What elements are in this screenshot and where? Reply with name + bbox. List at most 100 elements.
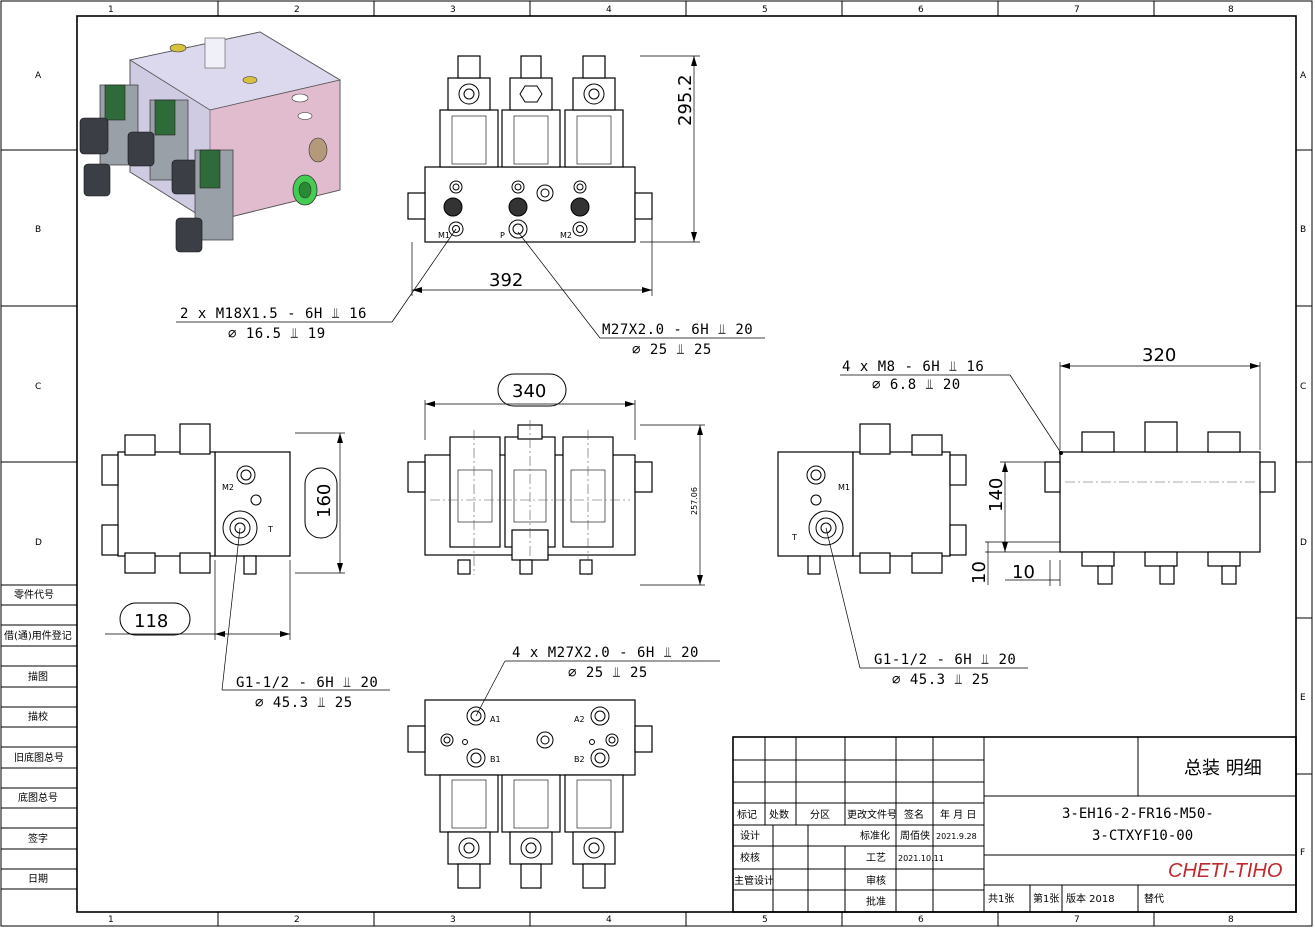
callout-m27-top: M27X2.0 - 6H ⫫ 20 ∅ 25 ⫫ 25 <box>517 231 765 358</box>
top-valve-right <box>564 55 624 168</box>
zone-col-7-bottom: 7 <box>1074 915 1080 925</box>
zone-col-1-bottom: 1 <box>108 915 114 925</box>
top-valve-center <box>501 55 561 168</box>
side-label-tracing: 描图 <box>28 670 48 683</box>
side-label-date: 日期 <box>28 873 48 885</box>
tb-row-check: 校核 <box>740 851 760 864</box>
tb-header-sign: 签名 <box>904 808 924 821</box>
zone-col-6: 6 <box>918 5 924 15</box>
side-registry: 零件代号 借(通)用件登记 描图 描校 旧底图总号 底图总号 签字 日期 <box>1 584 77 890</box>
zone-row-D: D <box>35 538 42 548</box>
isometric-assembly-view <box>79 31 342 253</box>
zone-col-4: 4 <box>606 5 612 15</box>
tb-header-zone: 分区 <box>810 809 830 821</box>
tb-replace: 替代 <box>1144 892 1164 905</box>
dim-top-height: 295.2 <box>675 74 696 126</box>
tb-sheets-total: 共1张 <box>988 893 1014 905</box>
port-label-m2-left: M2 <box>222 483 234 492</box>
zone-row-labels: A B C D A B C D E F <box>35 71 1307 858</box>
tb-drawing-no-1: 3-EH16-2-FR16-M50- <box>1062 806 1214 822</box>
dim-front-width: 340 <box>512 381 546 402</box>
side-label-signature: 签字 <box>28 832 48 845</box>
callout-m27-top-line2: ∅ 25 ⫫ 25 <box>632 342 712 358</box>
zone-col-8-bottom: 8 <box>1228 915 1234 925</box>
tb-standard-date: 2021.9.28 <box>936 832 977 841</box>
tb-title: 总装 明细 <box>1184 758 1262 779</box>
port-label-p-top: P <box>500 231 505 240</box>
port-label-m1-top: M1 <box>438 231 450 240</box>
tb-header-doc: 更改文件号 <box>847 808 897 821</box>
side-label-trace-check: 描校 <box>28 710 48 723</box>
tb-sheet-no: 第1张 <box>1033 892 1059 905</box>
bottom-port-view: A1 A2 B1 B2 <box>407 699 653 889</box>
iso-valve-2 <box>127 99 199 195</box>
zone-row-E-right: E <box>1300 693 1306 703</box>
callout-m27-top-line1: M27X2.0 - 6H ⫫ 20 <box>602 322 753 338</box>
left-side-view: M2 T 160 118 <box>101 423 345 640</box>
zone-col-2-bottom: 2 <box>294 915 300 925</box>
callout-g112-right: G1-1/2 - 6H ⫫ 20 ∅ 45.3 ⫫ 25 <box>825 527 1028 688</box>
callout-m27-bottom: 4 x M27X2.0 - 6H ⫫ 20 ∅ 25 ⫫ 25 <box>475 645 720 717</box>
port-label-m1-right: M1 <box>838 483 850 492</box>
zone-row-C-right: C <box>1300 382 1306 392</box>
callout-m8-line2: ∅ 6.8 ⫫ 20 <box>872 377 961 393</box>
tb-process-date: 2021.10.11 <box>898 854 944 863</box>
callout-m8: 4 x M8 - 6H ⫫ 16 ∅ 6.8 ⫫ 20 <box>840 359 1062 454</box>
port-label-b2: B2 <box>574 755 585 764</box>
tb-row-standard: 标准化 <box>860 829 890 842</box>
zone-col-4-bottom: 4 <box>606 915 612 925</box>
callout-m27-bottom-line1: 4 x M27X2.0 - 6H ⫫ 20 <box>512 645 699 661</box>
tb-row-chief: 主管设计 <box>734 874 774 887</box>
zone-col-2: 2 <box>294 5 300 15</box>
tb-row-design: 设计 <box>740 829 760 842</box>
bottom-view: 320 140 10 10 <box>969 345 1276 586</box>
side-label-base: 底图总号 <box>18 791 58 804</box>
iso-valve-3 <box>175 149 234 253</box>
zone-col-6-bottom: 6 <box>918 915 924 925</box>
zone-row-F-right: F <box>1300 848 1305 858</box>
side-label-borrowed: 借(通)用件登记 <box>4 629 72 642</box>
zone-col-7: 7 <box>1074 5 1080 15</box>
title-block: 标记 处数 分区 更改文件号 签名 年 月 日 设计 校核 主管设计 标准化 周… <box>732 736 1297 913</box>
top-view: M1 P M2 392 295.2 <box>407 55 700 296</box>
dim-rear-offset-v: 10 <box>969 561 990 584</box>
callout-g112-right-line1: G1-1/2 - 6H ⫫ 20 <box>874 652 1016 668</box>
callout-m18-line1: 2 x M18X1.5 - 6H ⫫ 16 <box>180 306 367 322</box>
zone-column-labels: 1 2 3 4 5 6 7 8 1 2 3 4 5 6 7 8 <box>108 5 1234 925</box>
zone-col-3: 3 <box>450 5 456 15</box>
tb-drawing-no-2: 3-CTXYF10-00 <box>1092 828 1193 844</box>
port-label-a1: A1 <box>490 715 501 724</box>
dim-front-height: 257.06 <box>690 487 699 515</box>
zone-row-B-right: B <box>1300 225 1306 235</box>
port-label-t-left: T <box>267 525 273 534</box>
dim-top-width: 392 <box>489 270 523 291</box>
port-label-t-right: T <box>791 533 797 542</box>
tb-header-mark: 标记 <box>737 809 757 821</box>
zone-col-8: 8 <box>1228 5 1234 15</box>
zone-col-3-bottom: 3 <box>450 915 456 925</box>
tb-version: 版本 2018 <box>1066 892 1115 905</box>
dim-left-height: 160 <box>314 484 335 518</box>
callout-g112-left-line2: ∅ 45.3 ⫫ 25 <box>255 695 353 711</box>
callout-m18-line2: ∅ 16.5 ⫫ 19 <box>228 326 326 342</box>
dim-rear-height: 140 <box>986 478 1007 512</box>
zone-row-C: C <box>35 382 41 392</box>
callout-m8-line1: 4 x M8 - 6H ⫫ 16 <box>842 359 984 375</box>
zone-row-A-right: A <box>1300 71 1307 81</box>
tb-header-date: 年 月 日 <box>940 808 976 821</box>
port-label-a2: A2 <box>574 715 585 724</box>
tb-row-review: 审核 <box>866 874 886 887</box>
port-label-m2-top: M2 <box>560 231 572 240</box>
tb-header-count: 处数 <box>769 808 789 821</box>
port-label-b1: B1 <box>490 755 501 764</box>
zone-row-D-right: D <box>1300 538 1307 548</box>
top-valve-left <box>439 55 499 168</box>
zone-col-5-bottom: 5 <box>762 915 768 925</box>
callout-g112-left: G1-1/2 - 6H ⫫ 20 ∅ 45.3 ⫫ 25 <box>221 527 390 711</box>
tb-row-approve: 批准 <box>866 895 886 908</box>
right-side-view: M1 T <box>777 423 967 575</box>
zone-col-1: 1 <box>108 5 114 15</box>
side-label-part-code: 零件代号 <box>14 589 54 601</box>
dim-left-width: 118 <box>134 611 168 632</box>
